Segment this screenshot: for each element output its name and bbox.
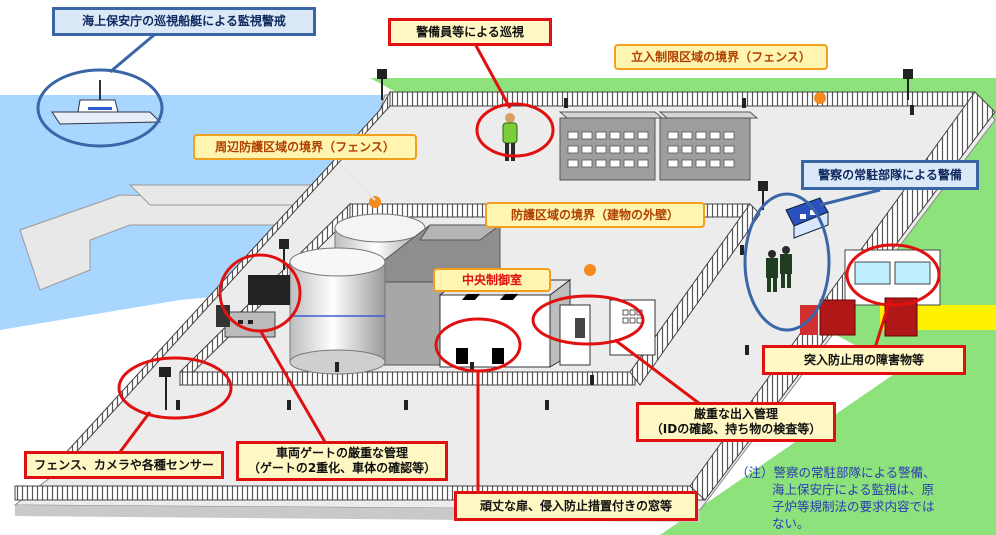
label-vehicle-gate-line1: 車両ゲートの厳重な管理 bbox=[275, 446, 408, 460]
label-guards-patrol: 警備員等による巡視 bbox=[388, 18, 552, 46]
patrol-boat-ellipse bbox=[36, 68, 164, 148]
label-peripheral-boundary: 周辺防護区域の境界（フェンス） bbox=[193, 134, 417, 160]
label-sturdy-doors: 頑丈な扉、侵入防止措置付きの窓等 bbox=[454, 491, 698, 521]
note-line4: ない。 bbox=[772, 516, 810, 531]
boundary-dot-protected bbox=[814, 92, 826, 104]
access-building bbox=[559, 299, 656, 366]
note-text: （注）警察の常駐部隊による警備、 海上保安庁による監視は、原 子炉等規制法の要求… bbox=[736, 464, 936, 532]
label-control-room: 中央制御室 bbox=[433, 268, 551, 292]
vehicle-gate-equipment bbox=[216, 275, 290, 338]
label-access-control-line2: （IDの確認、持ち物の検査等） bbox=[650, 422, 822, 436]
boundary-dot-peripheral bbox=[369, 196, 381, 208]
guard-figure bbox=[502, 113, 518, 161]
label-police-unit: 警察の常駐部隊による警備 bbox=[801, 160, 979, 190]
police-ellipse bbox=[743, 192, 831, 332]
note-line3: 子炉等規制法の要求内容では bbox=[772, 499, 935, 514]
label-access-control: 厳重な出入管理 （IDの確認、持ち物の検査等） bbox=[636, 402, 836, 442]
barrier-ellipse bbox=[845, 243, 941, 307]
fence-sensors bbox=[176, 98, 914, 410]
patrol-boat bbox=[51, 80, 162, 125]
note-line1: （注）警察の常駐部隊による警備、 bbox=[736, 465, 936, 480]
label-access-control-line1: 厳重な出入管理 bbox=[693, 407, 778, 421]
office-building-1 bbox=[558, 111, 664, 181]
leader-lines bbox=[109, 28, 892, 493]
label-building-boundary: 防護区域の境界（建物の外壁） bbox=[485, 202, 705, 228]
label-vehicle-gate-line2: （ゲートの2重化、車体の確認等） bbox=[247, 461, 437, 475]
label-sensors: フェンス、カメラや各種センサー bbox=[24, 451, 224, 479]
label-vehicle-gate: 車両ゲートの厳重な管理 （ゲートの2重化、車体の確認等） bbox=[236, 441, 448, 481]
label-barriers: 突入防止用の障害物等 bbox=[762, 345, 966, 375]
inner-fence-bottom bbox=[179, 371, 636, 386]
sensor-ellipse bbox=[117, 356, 233, 420]
label-protected-boundary: 立入制限区域の境界（フェンス） bbox=[614, 44, 828, 70]
guard-ellipse bbox=[475, 102, 555, 158]
label-coast-guard: 海上保安庁の巡視船艇による監視警戒 bbox=[52, 7, 316, 36]
inner-fence-right bbox=[629, 203, 761, 386]
front-tank bbox=[289, 247, 386, 375]
fence-top bbox=[389, 91, 976, 107]
access-ellipse bbox=[531, 294, 645, 346]
office-building-2 bbox=[658, 111, 759, 181]
boundary-dot-building bbox=[584, 264, 596, 276]
police-officers bbox=[766, 246, 792, 292]
fence-left bbox=[48, 90, 391, 471]
note-line2: 海上保安庁による監視は、原 bbox=[772, 482, 935, 497]
